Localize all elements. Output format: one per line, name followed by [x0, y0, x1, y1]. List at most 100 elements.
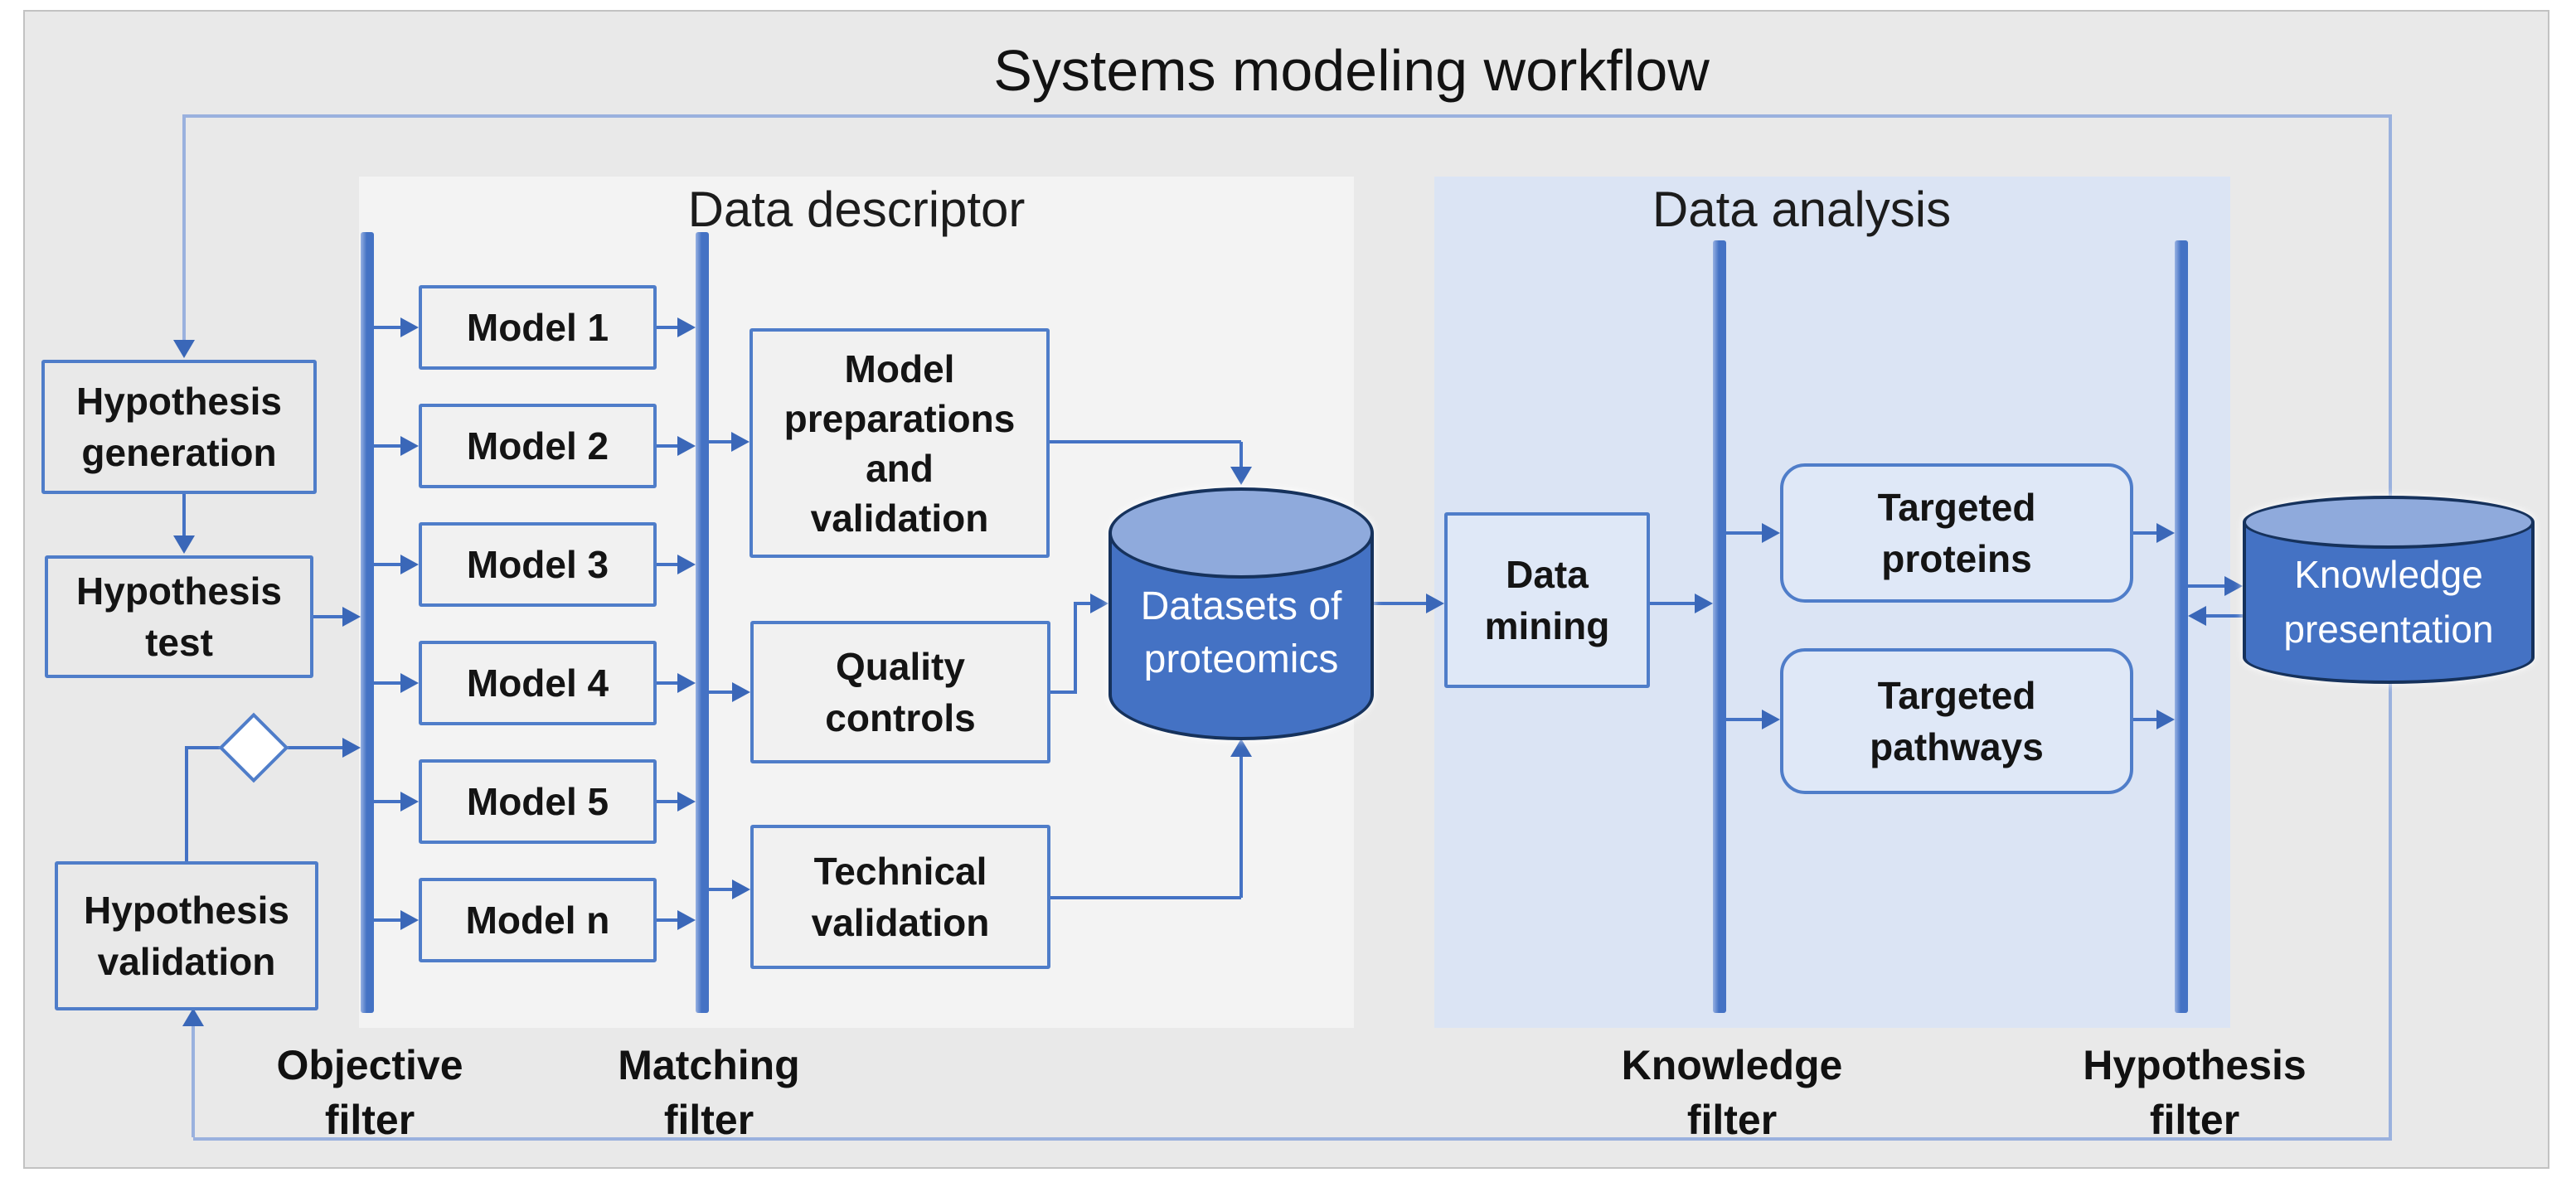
test-to-objective-line	[313, 615, 342, 618]
quality-to-datasets-line	[1074, 605, 1077, 694]
quality-to-datasets-line	[1050, 690, 1075, 694]
arrowhead	[400, 436, 419, 456]
hypothesis-filter-label: Hypothesis filter	[2083, 1042, 2307, 1143]
generation-to-test-line	[182, 494, 186, 535]
datasets-of-proteomics-label: Datasets of proteomics	[1140, 584, 1342, 681]
objective-filter-label: Objective filter	[276, 1042, 463, 1143]
datasets-to-mining-line	[1374, 602, 1426, 605]
arrowhead-test-to-objective	[342, 607, 361, 627]
arrowhead	[677, 555, 696, 574]
cylinder-body	[2243, 522, 2535, 684]
connector-line	[374, 444, 400, 448]
connector-line	[657, 918, 677, 922]
model-n-box: Model n	[419, 878, 657, 962]
model-3-label: Model 3	[466, 543, 609, 586]
matching-filter-bar	[696, 232, 709, 1013]
top-feedback-line	[184, 114, 2392, 118]
model-4-label: Model 4	[466, 661, 609, 705]
feedback-rise-line	[192, 1026, 195, 1137]
model-1-box: Model 1	[419, 285, 657, 370]
arrowhead-into-knowledge-presentation	[2224, 576, 2243, 596]
cylinder-top	[2243, 496, 2535, 549]
connector-line	[709, 440, 731, 443]
bottom-feedback-line	[193, 1137, 2392, 1141]
knowledge-presentation-cylinder: Knowledge presentation	[2243, 496, 2535, 684]
targeted-proteins-label: Targeted proteins	[1877, 486, 2036, 580]
connector-line	[657, 326, 677, 329]
matching-filter-label: Matching filter	[618, 1042, 800, 1143]
arrowhead	[677, 673, 696, 693]
arrowhead	[677, 317, 696, 337]
technical-validation-label: Technical validation	[811, 850, 990, 944]
model-preparations-box: Model preparations and validation	[750, 328, 1050, 558]
arrowhead	[677, 910, 696, 930]
filter-to-presentation-line	[2188, 584, 2224, 588]
connector-line	[657, 681, 677, 685]
hypothesis-generation-box: Hypothesis generation	[41, 360, 317, 494]
connector-line	[657, 563, 677, 566]
arrowhead	[400, 317, 419, 337]
arrowhead	[400, 555, 419, 574]
arrowhead	[400, 792, 419, 812]
knowledge-presentation-label: Knowledge presentation	[2283, 553, 2494, 651]
hypothesis-validation-label: Hypothesis validation	[84, 889, 289, 983]
quality-controls-box: Quality controls	[750, 621, 1050, 763]
hypothesis-filter-bar	[2175, 240, 2188, 1013]
model-1-label: Model 1	[466, 306, 609, 349]
model-n-label: Model n	[465, 899, 610, 942]
arrowhead-into-technical-validation	[732, 879, 750, 899]
preparations-to-datasets-line	[1239, 442, 1243, 467]
model-3-box: Model 3	[419, 522, 657, 607]
arrowhead-into-datasets-left	[1090, 594, 1109, 613]
hypothesis-test-label: Hypothesis test	[76, 569, 282, 664]
connector-line	[374, 800, 400, 803]
preparations-to-datasets-line	[1050, 440, 1241, 443]
knowledge-filter-label: Knowledge filter	[1621, 1042, 1843, 1143]
arrowhead-into-hypothesis-test	[173, 535, 195, 554]
arrowhead	[400, 673, 419, 693]
connector-line	[709, 888, 732, 891]
quality-controls-label: Quality controls	[825, 645, 976, 739]
connector-line	[1726, 718, 1762, 721]
arrowhead-diamond-to-objective	[342, 738, 361, 758]
hypothesis-test-box: Hypothesis test	[45, 555, 313, 678]
connector-line	[1726, 531, 1762, 535]
arrowhead-into-data-mining	[1426, 594, 1444, 613]
arrowhead-back-into-hypothesis-filter	[2188, 606, 2206, 626]
hypothesis-validation-box: Hypothesis validation	[55, 861, 318, 1010]
presentation-to-filter-line	[2206, 614, 2243, 618]
datasets-of-proteomics-cylinder: Datasets of proteomics	[1109, 487, 1374, 740]
hypothesis-generation-label: Hypothesis generation	[76, 380, 282, 474]
technical-validation-box: Technical validation	[750, 825, 1050, 969]
arrowhead-into-targeted-proteins	[1762, 523, 1780, 543]
arrowhead-pathways-to-hypothesis-filter	[2156, 710, 2175, 729]
feedback-drop-line	[182, 114, 186, 340]
arrowhead	[400, 910, 419, 930]
data-mining-label: Data mining	[1484, 553, 1610, 647]
connector-line	[374, 918, 400, 922]
arrowhead-into-hypothesis-validation	[182, 1008, 204, 1026]
model-2-label: Model 2	[466, 424, 609, 468]
connector-line	[374, 563, 400, 566]
arrowhead-into-hypothesis-generation	[173, 340, 195, 358]
arrowhead	[677, 436, 696, 456]
mining-to-knowledge-line	[1650, 602, 1695, 605]
connector-line	[2133, 531, 2156, 535]
targeted-proteins-box: Targeted proteins	[1780, 463, 2133, 603]
diamond-to-objective-line	[286, 746, 342, 749]
targeted-pathways-box: Targeted pathways	[1780, 648, 2133, 794]
data-analysis-section-label: Data analysis	[1652, 182, 1952, 237]
diagram-title: Systems modeling workflow	[993, 38, 1710, 103]
connector-line	[657, 800, 677, 803]
diamond-left-line	[187, 746, 226, 749]
model-4-box: Model 4	[419, 641, 657, 725]
connector-line	[709, 690, 732, 694]
data-mining-box: Data mining	[1444, 512, 1650, 688]
arrowhead-into-targeted-pathways	[1762, 710, 1780, 729]
arrowhead-into-quality-controls	[732, 682, 750, 702]
arrowhead	[677, 792, 696, 812]
arrowhead-into-knowledge-filter	[1695, 594, 1713, 613]
model-2-box: Model 2	[419, 404, 657, 488]
diamond-to-validation-line	[185, 746, 188, 863]
